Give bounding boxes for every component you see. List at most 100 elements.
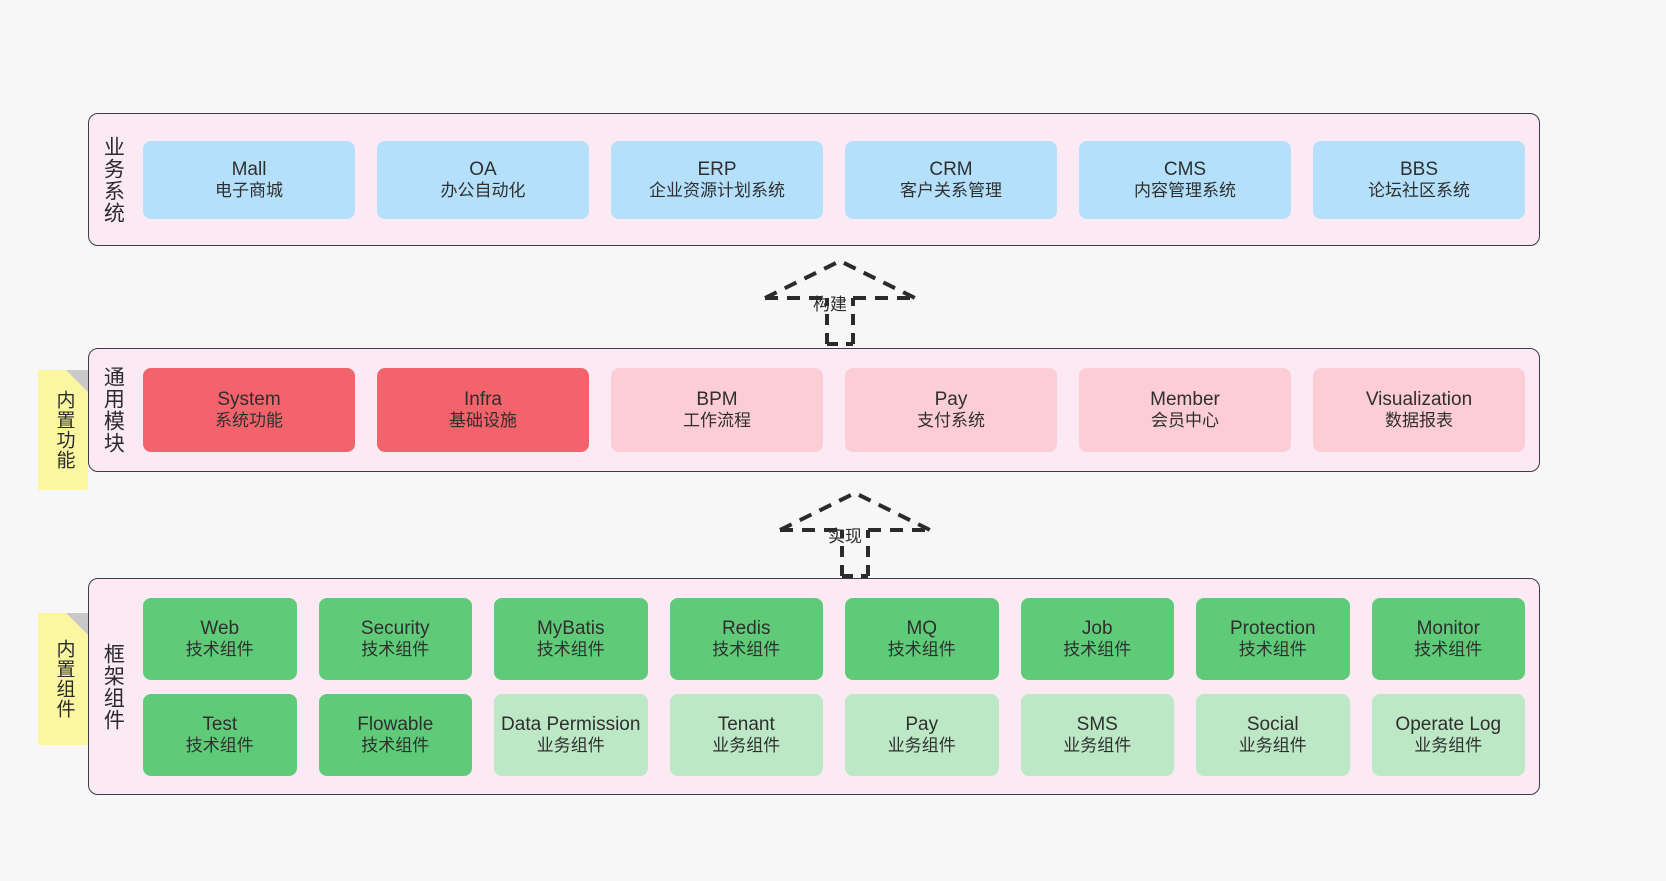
node-mall-name: Mall — [231, 158, 267, 180]
node-visualization-desc: 数据报表 — [1385, 411, 1453, 431]
node-tenant-name: Tenant — [717, 713, 775, 735]
node-system-name: System — [217, 389, 281, 411]
node-mq-desc: 技术组件 — [887, 639, 956, 659]
node-pay-component[interactable]: Pay 业务组件 — [845, 693, 999, 776]
node-monitor[interactable]: Monitor 技术组件 — [1371, 597, 1525, 680]
connector-build-label: 构建 — [813, 295, 847, 314]
layer-business-system-title: 业务系统 — [101, 135, 125, 224]
node-monitor-name: Monitor — [1416, 617, 1480, 639]
node-social[interactable]: Social 业务组件 — [1196, 693, 1350, 776]
layer-common-module-title: 通用模块 — [101, 366, 125, 454]
node-test-name: Test — [202, 713, 238, 735]
node-web-desc: 技术组件 — [185, 639, 254, 659]
node-member-name: Member — [1150, 389, 1220, 411]
node-social-desc: 业务组件 — [1238, 735, 1307, 755]
node-security-desc: 技术组件 — [361, 639, 430, 659]
node-mall[interactable]: Mall 电子商城 — [143, 140, 355, 219]
node-social-name: Social — [1246, 713, 1299, 735]
note-builtin-feature: 内置功能 — [38, 370, 88, 490]
node-erp[interactable]: ERP 企业资源计划系统 — [611, 140, 823, 219]
node-sms-name: SMS — [1076, 713, 1118, 735]
node-bbs-name: BBS — [1399, 158, 1439, 180]
node-protection-desc: 技术组件 — [1238, 639, 1307, 659]
layer-business-system: 业务系统 Mall 电子商城 OA 办公自动化 ERP 企业资源计划系统 CRM… — [88, 113, 1540, 246]
node-test-desc: 技术组件 — [185, 735, 254, 755]
node-mq[interactable]: MQ 技术组件 — [845, 597, 999, 680]
node-operate-log[interactable]: Operate Log 业务组件 — [1371, 693, 1525, 776]
node-flowable-name: Flowable — [357, 713, 434, 735]
node-test[interactable]: Test 技术组件 — [143, 693, 297, 776]
node-bbs-desc: 论坛社区系统 — [1368, 180, 1470, 200]
node-job-name: Job — [1081, 617, 1113, 639]
node-infra-name: Infra — [463, 389, 503, 411]
note-builtin-component-fold-icon — [66, 613, 88, 635]
layer-framework-component-body: Web 技术组件 Security 技术组件 MyBatis 技术组件 Redi… — [135, 579, 1539, 794]
node-security[interactable]: Security 技术组件 — [318, 597, 472, 680]
node-bpm-desc: 工作流程 — [683, 411, 751, 431]
node-data-permission[interactable]: Data Permission 业务组件 — [494, 693, 648, 776]
note-builtin-component-label: 内置组件 — [53, 639, 75, 719]
node-mq-name: MQ — [906, 617, 938, 639]
node-protection[interactable]: Protection 技术组件 — [1196, 597, 1350, 680]
framework-tech-row: Web 技术组件 Security 技术组件 MyBatis 技术组件 Redi… — [143, 597, 1525, 680]
node-cms[interactable]: CMS 内容管理系统 — [1079, 140, 1291, 219]
node-erp-name: ERP — [697, 158, 737, 180]
layer-common-module-body: System 系统功能 Infra 基础设施 BPM 工作流程 Pay 支付系统… — [135, 349, 1539, 471]
layer-framework-component-title: 框架组件 — [101, 642, 125, 731]
node-data-permission-desc: 业务组件 — [536, 735, 605, 755]
node-pay-module-desc: 支付系统 — [917, 411, 985, 431]
node-visualization[interactable]: Visualization 数据报表 — [1313, 368, 1525, 452]
node-tenant[interactable]: Tenant 业务组件 — [669, 693, 823, 776]
node-pay-module[interactable]: Pay 支付系统 — [845, 368, 1057, 452]
note-builtin-component: 内置组件 — [38, 613, 88, 745]
node-tenant-desc: 业务组件 — [712, 735, 781, 755]
node-sms-desc: 业务组件 — [1063, 735, 1132, 755]
node-redis-desc: 技术组件 — [712, 639, 781, 659]
node-mybatis-desc: 技术组件 — [536, 639, 605, 659]
node-flowable[interactable]: Flowable 技术组件 — [318, 693, 472, 776]
node-pay-module-name: Pay — [934, 389, 968, 411]
node-member[interactable]: Member 会员中心 — [1079, 368, 1291, 452]
node-protection-name: Protection — [1229, 617, 1316, 639]
node-redis[interactable]: Redis 技术组件 — [669, 597, 823, 680]
node-crm[interactable]: CRM 客户关系管理 — [845, 140, 1057, 219]
node-oa[interactable]: OA 办公自动化 — [377, 140, 589, 219]
note-builtin-feature-label: 内置功能 — [53, 390, 75, 470]
connector-build-arrowhead — [764, 258, 916, 300]
framework-business-row: Test 技术组件 Flowable 技术组件 Data Permission … — [143, 693, 1525, 776]
node-system[interactable]: System 系统功能 — [143, 368, 355, 452]
node-redis-name: Redis — [721, 617, 771, 639]
node-monitor-desc: 技术组件 — [1414, 639, 1483, 659]
common-module-row: System 系统功能 Infra 基础设施 BPM 工作流程 Pay 支付系统… — [143, 368, 1525, 452]
node-flowable-desc: 技术组件 — [361, 735, 430, 755]
layer-business-system-body: Mall 电子商城 OA 办公自动化 ERP 企业资源计划系统 CRM 客户关系… — [135, 114, 1539, 245]
business-system-row: Mall 电子商城 OA 办公自动化 ERP 企业资源计划系统 CRM 客户关系… — [143, 140, 1525, 219]
layer-framework-component: 框架组件 Web 技术组件 Security 技术组件 MyBatis 技术组件… — [88, 578, 1540, 795]
node-security-name: Security — [360, 617, 430, 639]
connector-implement: 实现 — [770, 490, 931, 580]
node-operate-log-name: Operate Log — [1395, 713, 1502, 735]
node-infra[interactable]: Infra 基础设施 — [377, 368, 589, 452]
note-builtin-feature-fold-icon — [66, 370, 88, 392]
node-bpm[interactable]: BPM 工作流程 — [611, 368, 823, 452]
node-oa-desc: 办公自动化 — [440, 180, 526, 200]
node-operate-log-desc: 业务组件 — [1414, 735, 1483, 755]
connector-implement-label: 实现 — [828, 527, 862, 546]
node-visualization-name: Visualization — [1365, 389, 1473, 411]
node-pay-component-desc: 业务组件 — [887, 735, 956, 755]
node-mybatis[interactable]: MyBatis 技术组件 — [494, 597, 648, 680]
node-web-name: Web — [200, 617, 240, 639]
connector-implement-arrowhead — [779, 490, 931, 532]
node-pay-component-name: Pay — [905, 713, 939, 735]
node-web[interactable]: Web 技术组件 — [143, 597, 297, 680]
node-cms-desc: 内容管理系统 — [1134, 180, 1236, 200]
node-bpm-name: BPM — [696, 389, 738, 411]
node-bbs[interactable]: BBS 论坛社区系统 — [1313, 140, 1525, 219]
node-data-permission-name: Data Permission — [501, 713, 641, 735]
connector-build: 构建 — [755, 258, 916, 348]
node-sms[interactable]: SMS 业务组件 — [1020, 693, 1174, 776]
node-oa-name: OA — [469, 158, 497, 180]
node-job[interactable]: Job 技术组件 — [1020, 597, 1174, 680]
node-cms-name: CMS — [1163, 158, 1207, 180]
